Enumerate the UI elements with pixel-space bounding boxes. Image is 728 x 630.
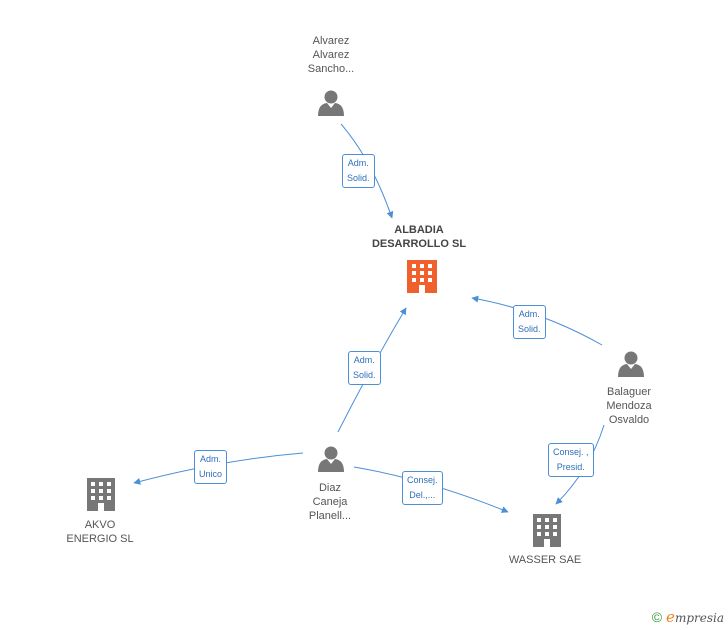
copyright-symbol: © xyxy=(651,609,663,625)
node-label-line: Planell... xyxy=(308,510,352,522)
node-label-line: Diaz xyxy=(318,482,342,494)
node-label-diaz[interactable]: Diaz Caneja Planell... xyxy=(309,481,351,523)
node-label-akvo[interactable]: AKVO ENERGIO SL xyxy=(66,518,133,546)
brand-logo-text: mpresia xyxy=(674,611,724,625)
node-label-line: Alvarez xyxy=(312,35,350,47)
edge-label-diaz-albadia[interactable]: Adm. Solid. xyxy=(348,351,381,385)
edge-label-diaz-akvo[interactable]: Adm. Unico xyxy=(194,450,228,484)
person-icon[interactable] xyxy=(318,446,344,473)
node-label-line: WASSER SAE xyxy=(508,554,582,566)
edge-label-line: Adm. xyxy=(518,309,540,319)
edge-label-alvarez-albadia[interactable]: Adm. Solid. xyxy=(342,154,375,188)
edge-label-balaguer-albadia[interactable]: Adm. Solid. xyxy=(513,305,546,339)
edge-label-line: Consej. xyxy=(407,475,438,485)
brand-logo-initial: e xyxy=(666,608,675,626)
edge-label-line: Adm. xyxy=(347,158,369,168)
edge-label-line: Unico xyxy=(199,469,223,479)
node-label-line: Balaguer xyxy=(606,386,652,398)
node-label-albadia[interactable]: ALBADIA DESARROLLO SL xyxy=(372,223,466,251)
footer-brand: ©empresia xyxy=(652,608,724,626)
edge-label-balaguer-wasser[interactable]: Consej. , Presid. xyxy=(548,443,594,477)
edge-label-line: Solid. xyxy=(347,173,370,183)
node-label-line: Sancho... xyxy=(307,63,355,75)
node-label-line: Alvarez xyxy=(312,49,350,61)
node-label-line: Osvaldo xyxy=(608,414,650,426)
person-icon[interactable] xyxy=(618,351,644,378)
edge-label-line: Consej. , xyxy=(553,447,589,457)
node-label-balaguer[interactable]: Balaguer Mendoza Osvaldo xyxy=(606,385,651,427)
edge-label-line: Adm. xyxy=(353,355,375,365)
node-label-line: Caneja xyxy=(312,496,348,508)
node-label-line: DESARROLLO SL xyxy=(371,238,467,250)
node-label-line: AKVO xyxy=(84,519,116,531)
edge-label-line: Solid. xyxy=(518,324,541,334)
building-icon[interactable] xyxy=(87,478,115,511)
edge-label-line: Solid. xyxy=(353,370,376,380)
node-label-wasser[interactable]: WASSER SAE xyxy=(509,553,581,567)
building-icon[interactable] xyxy=(533,514,561,547)
node-label-line: ENERGIO SL xyxy=(66,533,134,545)
node-label-line: Mendoza xyxy=(606,400,652,412)
building-icon[interactable] xyxy=(407,260,437,293)
node-label-alvarez[interactable]: Alvarez Alvarez Sancho... xyxy=(308,34,354,76)
edge-label-line: Adm. xyxy=(200,454,222,464)
person-icon[interactable] xyxy=(318,90,344,117)
edge-label-diaz-wasser[interactable]: Consej. Del.,... xyxy=(402,471,443,505)
edge-label-line: Presid. xyxy=(556,462,585,472)
node-label-line: ALBADIA xyxy=(394,224,444,236)
edge-label-line: Del.,... xyxy=(409,490,436,500)
